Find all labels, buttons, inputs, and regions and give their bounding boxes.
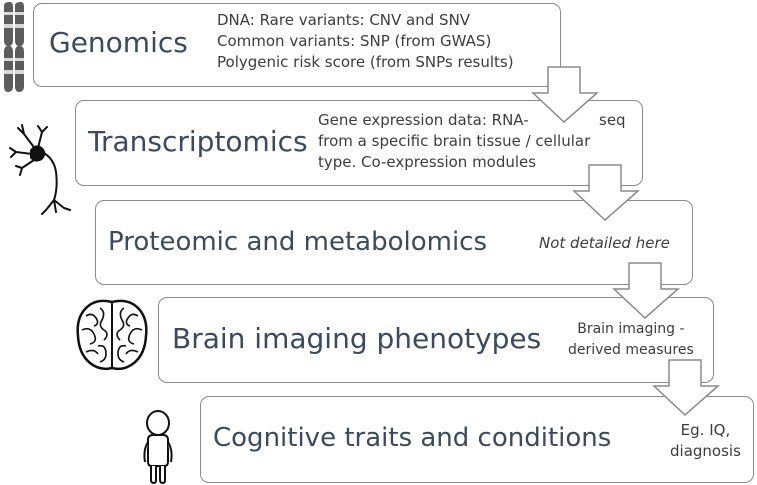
brain-imaging-details: Brain imaging - derived measures xyxy=(568,319,694,361)
transcriptomics-box xyxy=(75,100,643,186)
down-arrow-3 xyxy=(612,262,680,320)
transcriptomics-detail-suffix: seq xyxy=(599,111,626,129)
brain-imaging-detail-line: derived measures xyxy=(568,342,694,358)
chromosome-icon xyxy=(4,2,24,92)
person-icon xyxy=(143,410,173,484)
cognitive-detail-line: diagnosis xyxy=(670,442,741,460)
transcriptomics-detail-line: type. Co-expression modules xyxy=(318,153,537,171)
genomics-title: Genomics xyxy=(49,26,188,59)
transcriptomics-details: Gene expression data: RNA- from a specif… xyxy=(318,110,590,173)
proteomic-details: Not detailed here xyxy=(539,234,670,252)
proteomic-title: Proteomic and metabolomics xyxy=(108,227,488,257)
down-arrow-1 xyxy=(531,66,599,124)
brain-icon xyxy=(76,299,148,371)
genomics-detail-line: DNA: Rare variants: CNV and SNV xyxy=(217,11,471,29)
cognitive-detail-line: Eg. IQ, xyxy=(680,421,731,439)
cognitive-title: Cognitive traits and conditions xyxy=(213,423,612,453)
brain-imaging-box xyxy=(158,297,714,383)
cognitive-details: Eg. IQ, diagnosis xyxy=(670,420,741,462)
neuron-icon xyxy=(9,124,71,215)
transcriptomics-detail-line: from a specific brain tissue / cellular xyxy=(318,132,591,150)
brain-imaging-detail-line: Brain imaging - xyxy=(577,321,685,337)
transcriptomics-title: Transcriptomics xyxy=(88,125,308,158)
genomics-detail-line: Common variants: SNP (from GWAS) xyxy=(217,32,492,50)
brain-imaging-title: Brain imaging phenotypes xyxy=(172,322,542,355)
genomics-details: DNA: Rare variants: CNV and SNV Common v… xyxy=(217,10,514,73)
genomics-detail-line: Polygenic risk score (from SNPs results) xyxy=(217,53,514,71)
cognitive-box xyxy=(200,396,754,483)
transcriptomics-detail-line: Gene expression data: RNA- xyxy=(318,111,529,129)
proteomic-box xyxy=(95,200,693,285)
genomics-box xyxy=(33,3,561,87)
down-arrow-4 xyxy=(652,359,720,417)
down-arrow-2 xyxy=(572,164,640,222)
